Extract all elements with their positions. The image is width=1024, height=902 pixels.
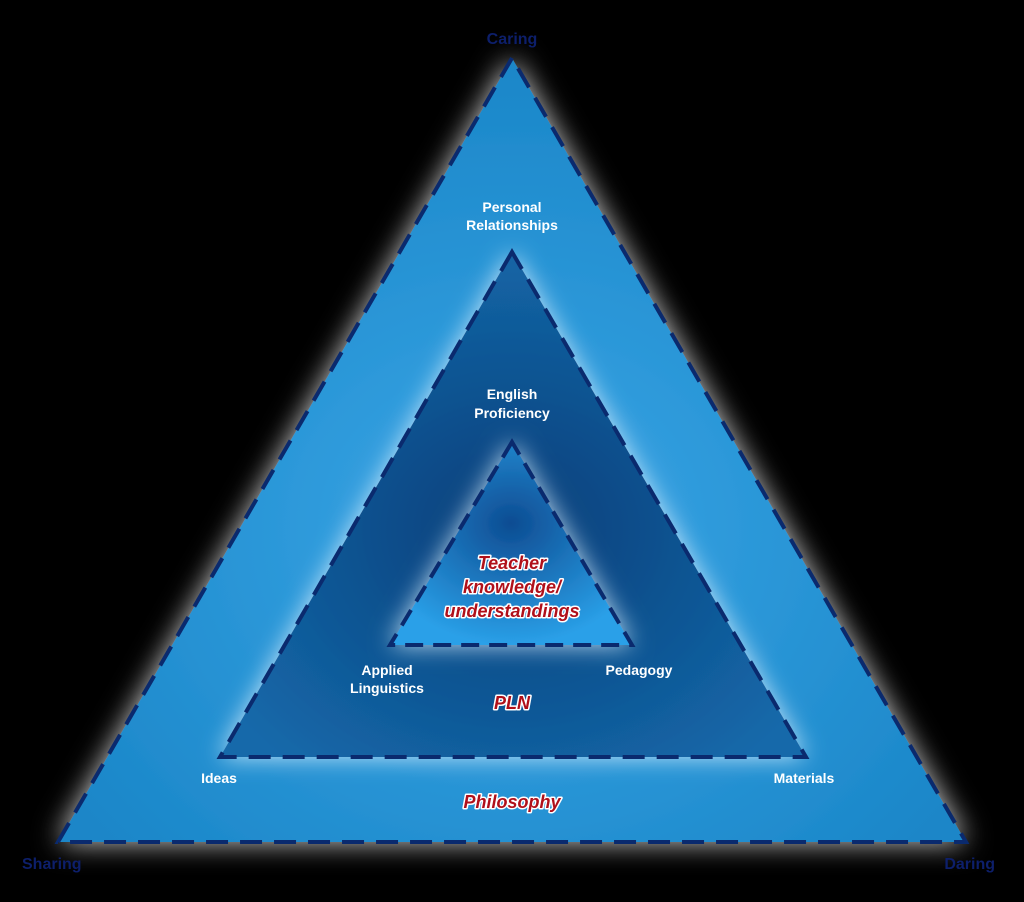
middle-left-label-line2: Linguistics [350, 680, 424, 696]
corner-label-bottom-left: Sharing [22, 856, 82, 873]
outer-top-label-line2: Relationships [466, 217, 558, 233]
inner-layer-name-line1: Teacher [478, 553, 547, 573]
outer-right-label: Materials [774, 770, 835, 786]
inner-layer-name-line3: understandings [444, 601, 579, 621]
middle-top-label-line2: Proficiency [474, 405, 550, 421]
outer-triangle-dashed-border [54, 54, 970, 844]
middle-layer-name: PLN [494, 693, 531, 713]
outer-layer-name: Philosophy [463, 792, 561, 812]
inner-triangle-dashed-border [386, 438, 636, 647]
inner-layer-name-line2: knowledge/ [463, 577, 563, 597]
middle-left-label-line1: Applied [361, 662, 412, 678]
inner-triangle [390, 442, 632, 645]
corner-label-top: Caring [487, 31, 538, 48]
outer-left-label: Ideas [201, 770, 237, 786]
outer-top-label-line1: Personal [482, 199, 541, 215]
middle-triangle-dashed-border [216, 248, 810, 759]
middle-top-label-line1: English [487, 386, 538, 402]
corner-label-bottom-right: Daring [944, 856, 995, 873]
middle-right-label: Pedagogy [606, 662, 673, 678]
